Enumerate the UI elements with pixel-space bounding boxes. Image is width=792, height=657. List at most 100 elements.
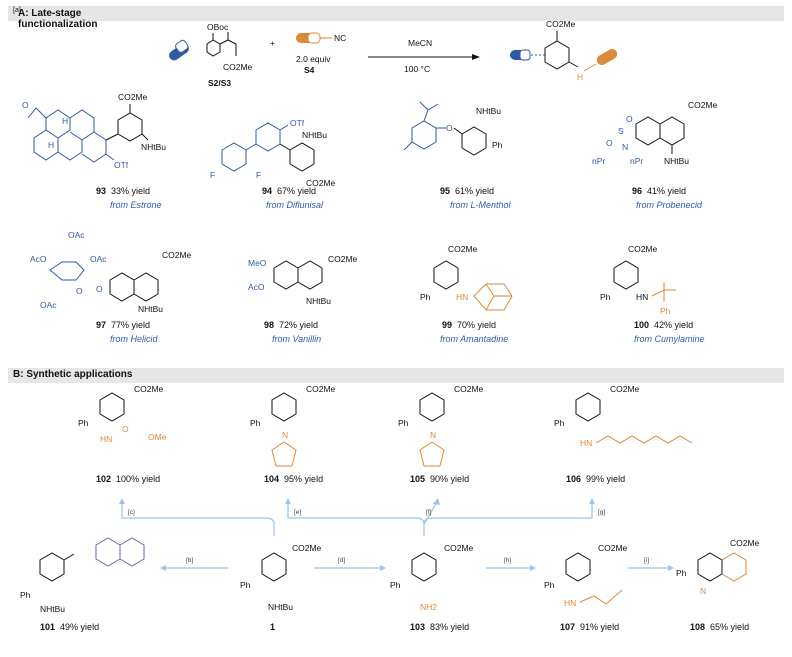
- compound-100-source: from Cumylamine: [634, 334, 705, 344]
- plus-sign: +: [270, 38, 275, 48]
- temperature-label: 100 °C: [404, 64, 430, 74]
- c96-npr2: nPr: [630, 156, 643, 166]
- compound-107-structure: CO2Me Ph HN: [544, 543, 628, 608]
- c108-co2me: CO2Me: [730, 538, 760, 548]
- compound-93-source: from Estrone: [110, 200, 162, 210]
- c107-ph: Ph: [544, 580, 555, 590]
- compound-93-structure: O H H OTf CO2Me NHtBu: [22, 92, 166, 170]
- product-general: CO2Me H: [510, 19, 618, 82]
- cond-i: [i]: [644, 557, 649, 564]
- compound-101-structure: Ph NHtBu: [20, 537, 145, 614]
- cond-g: [g]: [598, 509, 605, 516]
- reagent2-label: S4: [304, 65, 315, 75]
- compound-99-source: from Amantadine: [440, 334, 509, 344]
- compound-94-structure: F F OTf NHtBu CO2Me: [210, 118, 336, 188]
- compound-94-source: from Diflunisal: [266, 200, 324, 210]
- capsule-orange-icon: [296, 32, 321, 44]
- compound-100-label: 100 42% yield: [634, 320, 694, 330]
- c108-ph: Ph: [676, 568, 687, 578]
- estrone-o: O: [22, 100, 29, 110]
- c99-ph: Ph: [420, 292, 431, 302]
- c98-meo: MeO: [248, 258, 267, 268]
- c98-nhtbu: NHtBu: [306, 296, 331, 306]
- c106-co2me: CO2Me: [610, 384, 640, 394]
- compound-99-structure: CO2Me Ph HN: [420, 244, 513, 311]
- compound-105-label: 105 90% yield: [410, 474, 470, 484]
- c96-npr1: nPr: [592, 156, 605, 166]
- c102-o: O: [122, 424, 129, 434]
- c102-ph: Ph: [78, 418, 89, 428]
- c107-co2me: CO2Me: [598, 543, 628, 553]
- c94-f1: F: [210, 170, 215, 180]
- solvent-label: MeCN: [408, 38, 432, 48]
- reagent-s4: NC: [296, 32, 346, 44]
- section-a-footnote: [a]: [13, 7, 21, 14]
- compound-101-label: 101 49% yield: [40, 622, 100, 632]
- obo-group: OBoc: [207, 22, 229, 32]
- isocyanide-group: NC: [334, 33, 346, 43]
- c96-nhtbu: NHtBu: [664, 156, 689, 166]
- c104-n: N: [282, 430, 288, 440]
- c103-co2me: CO2Me: [444, 543, 474, 553]
- compound-106-label: 106 99% yield: [566, 474, 626, 484]
- c101-nhtbu: NHtBu: [40, 604, 65, 614]
- c94-otf: OTf: [290, 118, 305, 128]
- compound-93-label: 93 33% yield: [96, 186, 151, 196]
- compound-96-structure: O S O N nPr nPr CO2Me NHtBu: [592, 100, 718, 166]
- c98-co2me: CO2Me: [328, 254, 358, 264]
- compound-98-source: from Vanillin: [272, 334, 322, 344]
- c94-f2: F: [256, 170, 261, 180]
- cond-e: [e]: [294, 509, 301, 516]
- compound-98-label: 98 72% yield: [264, 320, 319, 330]
- c97-nhtbu: NHtBu: [138, 304, 163, 314]
- c103-nh2: NH2: [420, 602, 437, 612]
- c97-oac2: OAc: [90, 254, 107, 264]
- c94-nhtbu: NHtBu: [302, 130, 327, 140]
- compound-1-structure: CO2Me Ph NHtBu: [240, 543, 322, 612]
- c102-ome: OMe: [148, 432, 167, 442]
- section-a-header: A: Late-stage functionalization[a]: [8, 6, 784, 30]
- compound-103-label: 103 83% yield: [410, 622, 470, 632]
- compound-97-structure: OAc AcO OAc OAc O O CO2Me NHtBu: [30, 230, 192, 314]
- c100-co2me: CO2Me: [628, 244, 658, 254]
- c105-n: N: [430, 430, 436, 440]
- c93-nhtbu: NHtBu: [141, 142, 166, 152]
- c96-o2: O: [606, 138, 613, 148]
- co2me-group: CO2Me: [223, 62, 253, 72]
- compound-95-label: 95 61% yield: [440, 186, 495, 196]
- compound-99-label: 99 70% yield: [442, 320, 497, 330]
- compound-98-structure: MeO AcO CO2Me NHtBu: [248, 254, 358, 306]
- c100-ph: Ph: [600, 292, 611, 302]
- c1-ph: Ph: [240, 580, 251, 590]
- c105-co2me: CO2Me: [454, 384, 484, 394]
- c100-hn: HN: [636, 292, 648, 302]
- reaction-arrows-b: [119, 498, 674, 571]
- c97-oac3: OAc: [40, 300, 57, 310]
- estrone-h1: H: [62, 116, 68, 126]
- compound-104-label: 104 95% yield: [264, 474, 324, 484]
- compound-94-label: 94 67% yield: [262, 186, 317, 196]
- compound-102-structure: CO2Me Ph HN O OMe: [78, 384, 167, 444]
- c95-o: O: [446, 123, 453, 133]
- cond-c: [c]: [128, 509, 135, 516]
- c101-ph: Ph: [20, 590, 31, 600]
- cond-f: [f]: [426, 509, 432, 516]
- reagent2-equiv: 2.0 equiv: [296, 54, 331, 64]
- compound-100-structure: CO2Me Ph HN Ph: [600, 244, 676, 316]
- section-a-title: A: Late-stage functionalization: [18, 8, 98, 30]
- c104-ph: Ph: [250, 418, 261, 428]
- estrone-otf: OTf: [114, 160, 129, 170]
- c96-s: S: [618, 126, 624, 136]
- compound-103-structure: CO2Me Ph NH2: [390, 543, 474, 612]
- capsule-orange-icon: [596, 49, 618, 65]
- compound-105-structure: CO2Me Ph N: [398, 384, 484, 467]
- cond-h: [h]: [504, 557, 511, 564]
- c1-nhtbu: NHtBu: [268, 602, 293, 612]
- c97-oac1: OAc: [68, 230, 85, 240]
- c97-aco: AcO: [30, 254, 47, 264]
- c106-hn: HN: [580, 438, 592, 448]
- compound-96-label: 96 41% yield: [632, 186, 687, 196]
- compound-1-label: 1: [270, 622, 276, 632]
- c97-ring-o: O: [76, 286, 83, 296]
- c99-hn: HN: [456, 292, 468, 302]
